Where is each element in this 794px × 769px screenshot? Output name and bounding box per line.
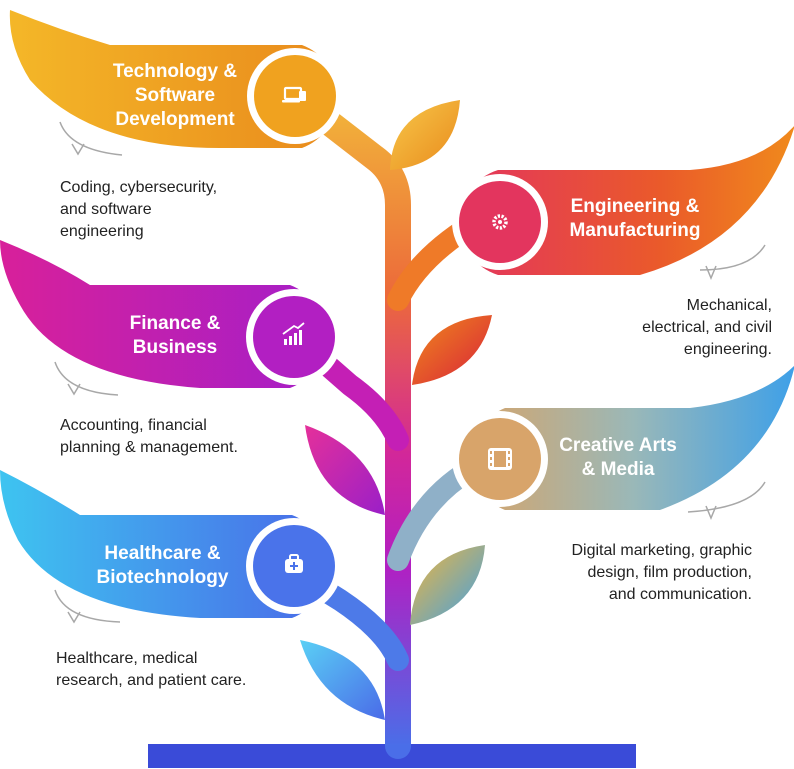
gear-icon [492,214,508,230]
badge-technology [247,48,343,144]
title-healthcare: Healthcare & Biotechnology [96,543,229,588]
title-creative: Creative Arts & Media [559,435,677,480]
description-healthcare: Healthcare, medical research, and patien… [56,650,247,689]
leaf-orange [390,100,460,170]
decorative-leaves [300,100,492,720]
film-icon [488,448,512,470]
leaf-purple [305,425,385,515]
leaf-blue [300,640,385,720]
ribbon-creative [470,365,794,510]
curved-arrows [54,121,766,624]
ribbon-healthcare [0,470,328,618]
growth-chart-icon [282,322,305,345]
leaf-red [412,315,492,385]
description-creative: Digital marketing, graphic design, film … [571,542,752,603]
medical-kit-icon [285,554,303,573]
arrow-finance [54,361,119,396]
arrow-creative [687,481,766,513]
title-technology: Technology & Software Development [112,61,238,130]
leaf-cyan [410,545,485,625]
description-engineering: Mechanical, electrical, and civil engine… [642,297,772,358]
arrow-technology [59,121,123,156]
laptop-icon [282,86,306,103]
tree-trunk [287,87,491,759]
title-engineering: Engineering & Manufacturing [569,196,701,241]
title-finance: Finance & Business [129,313,221,358]
arrow-engineering [699,244,766,271]
description-technology: Coding, cybersecurity, and software engi… [60,179,218,240]
arrow-healthcare [54,589,121,623]
description-finance: Accounting, financial planning & managem… [60,417,238,456]
ribbon-finance [0,240,326,388]
